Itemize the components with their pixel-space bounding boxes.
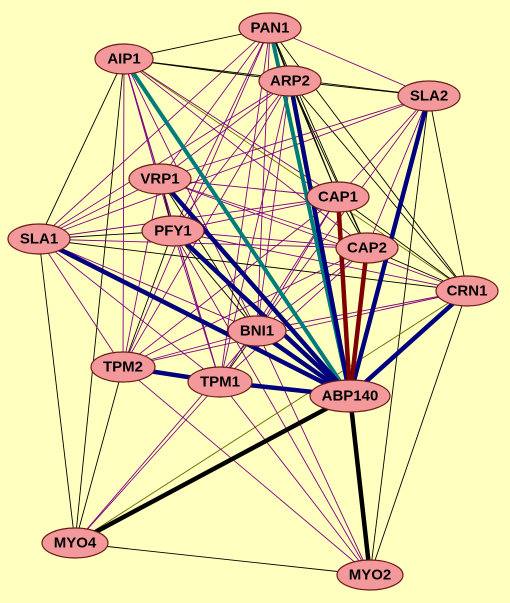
node-label-abp140: ABP140 <box>322 388 379 405</box>
node-label-vrp1: VRP1 <box>140 171 179 188</box>
edge-sla2-sla1 <box>38 95 430 240</box>
edge-sla1-cap2 <box>38 238 368 249</box>
edge-sla2-bni1 <box>256 95 430 332</box>
node-aip1[interactable]: AIP1 <box>94 43 154 75</box>
edge-cap1-abp140 <box>335 194 353 399</box>
edge-vrp1-cap2 <box>159 178 368 249</box>
edge-vrp1-bni1 <box>159 178 258 332</box>
edge-aip1-sla1 <box>38 58 125 240</box>
node-label-cap1: CAP1 <box>318 189 358 206</box>
edge-tpm1-myo2 <box>219 381 371 576</box>
edge-sla2-crn1 <box>428 95 468 292</box>
edge-vrp1-abp140 <box>157 176 353 399</box>
edge-arp2-sla1 <box>38 80 291 240</box>
node-sla1[interactable]: SLA1 <box>7 223 71 255</box>
edge-pfy1-bni1 <box>172 230 258 332</box>
edge-arp2-crn1 <box>289 80 468 292</box>
edge-arp2-vrp1 <box>159 80 291 180</box>
edge-arp2-abp140 <box>287 78 353 399</box>
edge-bni1-myo2 <box>256 330 371 576</box>
node-myo2[interactable]: MYO2 <box>336 559 404 591</box>
edge-myo4-myo2 <box>74 542 371 576</box>
node-bni1[interactable]: BNI1 <box>227 315 287 347</box>
node-arp2[interactable]: ARP2 <box>258 65 322 97</box>
node-sla2[interactable]: SLA2 <box>397 80 461 112</box>
node-label-sla2: SLA2 <box>410 88 448 105</box>
edge-bni1-myo4 <box>74 330 258 544</box>
edge-aip1-tpm2 <box>122 58 125 368</box>
edge-tpm2-myo2 <box>122 366 371 576</box>
edge-tpm2-myo4 <box>74 366 124 544</box>
edge-crn1-tpm2 <box>122 290 468 368</box>
node-label-aip1: AIP1 <box>107 51 140 68</box>
node-label-arp2: ARP2 <box>270 73 310 90</box>
edge-sla1-crn1 <box>38 238 468 292</box>
edge-aip1-abp140 <box>122 57 352 398</box>
node-label-myo4: MYO4 <box>54 535 97 552</box>
edge-sla1-abp140 <box>36 236 353 399</box>
edge-pfy1-myo2 <box>172 230 371 576</box>
node-label-bni1: BNI1 <box>240 323 274 340</box>
node-pfy1[interactable]: PFY1 <box>141 215 205 247</box>
edge-tpm1-myo4 <box>74 381 221 544</box>
edge-cap2-abp140 <box>347 245 370 399</box>
edge-pan1-tpm2 <box>122 27 271 368</box>
edge-sla1-myo4 <box>38 238 76 544</box>
node-label-tpm2: TPM2 <box>103 359 143 376</box>
edge-arp2-cap1 <box>289 80 339 198</box>
edge-pfy1-abp140 <box>170 228 353 399</box>
edge-sla1-bni1 <box>38 238 258 332</box>
edge-cap1-crn1 <box>337 196 468 292</box>
node-myo4[interactable]: MYO4 <box>41 527 109 559</box>
edge-cap1-bni1 <box>256 196 339 332</box>
node-cap2[interactable]: CAP2 <box>335 232 399 264</box>
edge-sla2-cap2 <box>366 95 430 249</box>
edge-sla2-cap1 <box>337 95 430 198</box>
node-label-crn1: CRN1 <box>447 283 488 300</box>
node-label-pan1: PAN1 <box>251 20 290 37</box>
edge-vrp1-tpm2 <box>122 178 161 368</box>
edge-aip1-myo4 <box>74 58 125 544</box>
edge-pan1-sla1 <box>38 27 271 240</box>
edge-sla1-tpm1 <box>38 238 221 383</box>
edge-arp2-pfy1 <box>172 80 291 232</box>
edge-pan1-pfy1 <box>172 27 271 232</box>
node-label-sla1: SLA1 <box>20 231 58 248</box>
node-label-cap2: CAP2 <box>347 240 387 257</box>
edge-pan1-vrp1 <box>159 27 271 180</box>
node-tpm2[interactable]: TPM2 <box>90 351 156 383</box>
node-vrp1[interactable]: VRP1 <box>128 163 192 195</box>
node-crn1[interactable]: CRN1 <box>435 275 499 307</box>
edge-pfy1-tpm2 <box>122 230 174 368</box>
edge-myo2-abp140 <box>347 393 373 578</box>
node-label-pfy1: PFY1 <box>154 223 192 240</box>
edge-myo4-abp140 <box>72 393 353 546</box>
node-pan1[interactable]: PAN1 <box>238 12 302 44</box>
edge-crn1-myo4 <box>74 290 468 544</box>
node-label-myo2: MYO2 <box>349 567 392 584</box>
edge-cap2-bni1 <box>256 247 368 332</box>
node-layer: PAN1 AIP1 ARP2 SLA2 VRP1 CAP1 PFY1 SLA1 <box>7 12 499 591</box>
edge-sla2-myo2 <box>369 95 430 576</box>
edge-crn1-abp140 <box>347 288 470 399</box>
edge-sla1-tpm2 <box>38 238 124 368</box>
edge-pan1-cap2 <box>269 27 368 249</box>
node-cap1[interactable]: CAP1 <box>306 181 370 213</box>
edge-crn1-myo2 <box>369 290 468 576</box>
node-abp140[interactable]: ABP140 <box>309 379 391 413</box>
node-tpm1[interactable]: TPM1 <box>187 366 253 398</box>
node-label-tpm1: TPM1 <box>200 374 240 391</box>
edge-arp2-cap2 <box>289 80 368 249</box>
edge-pan1-sla2 <box>269 27 430 97</box>
